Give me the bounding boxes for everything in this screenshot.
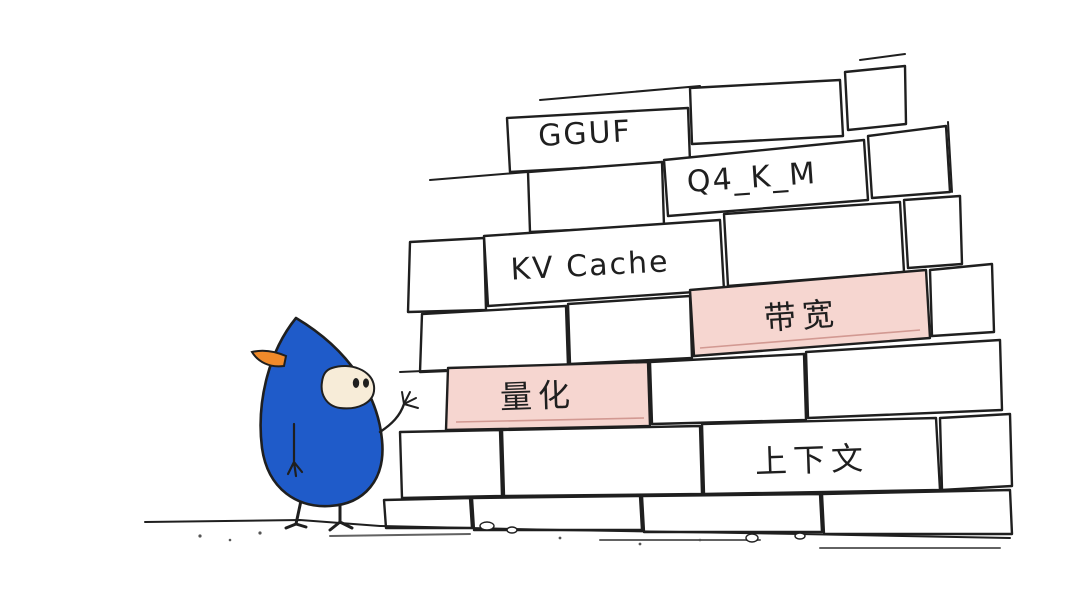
character-face: [320, 365, 376, 410]
blue-drop-character: [250, 316, 419, 532]
brick-row-6: [398, 412, 1014, 500]
brick-label-context: 上下文: [754, 439, 869, 481]
brick-label-gguf: GGUF: [537, 114, 632, 154]
character-eye-left: [352, 378, 360, 388]
ground: [144, 518, 1011, 549]
leaf-icon: [250, 349, 288, 368]
brick-row-2: [429, 121, 953, 234]
brick-row-7: [382, 488, 1014, 536]
brick-label-kvcache: KV Cache: [510, 244, 671, 287]
brick-wall: [382, 53, 1014, 536]
brick-row-4: [418, 262, 996, 374]
character-body: [259, 316, 384, 508]
brick-labels: GGUF Q4_K_M KV Cache 带宽 量化 上下文: [499, 114, 869, 481]
brick-row-5: [399, 338, 1004, 432]
brick-label-bandwidth: 带宽: [763, 294, 841, 337]
brick-row-3: [406, 194, 964, 314]
brick-label-quantization: 量化: [499, 376, 576, 417]
character-eye-right: [363, 378, 369, 388]
brick-row-1: [505, 53, 908, 174]
